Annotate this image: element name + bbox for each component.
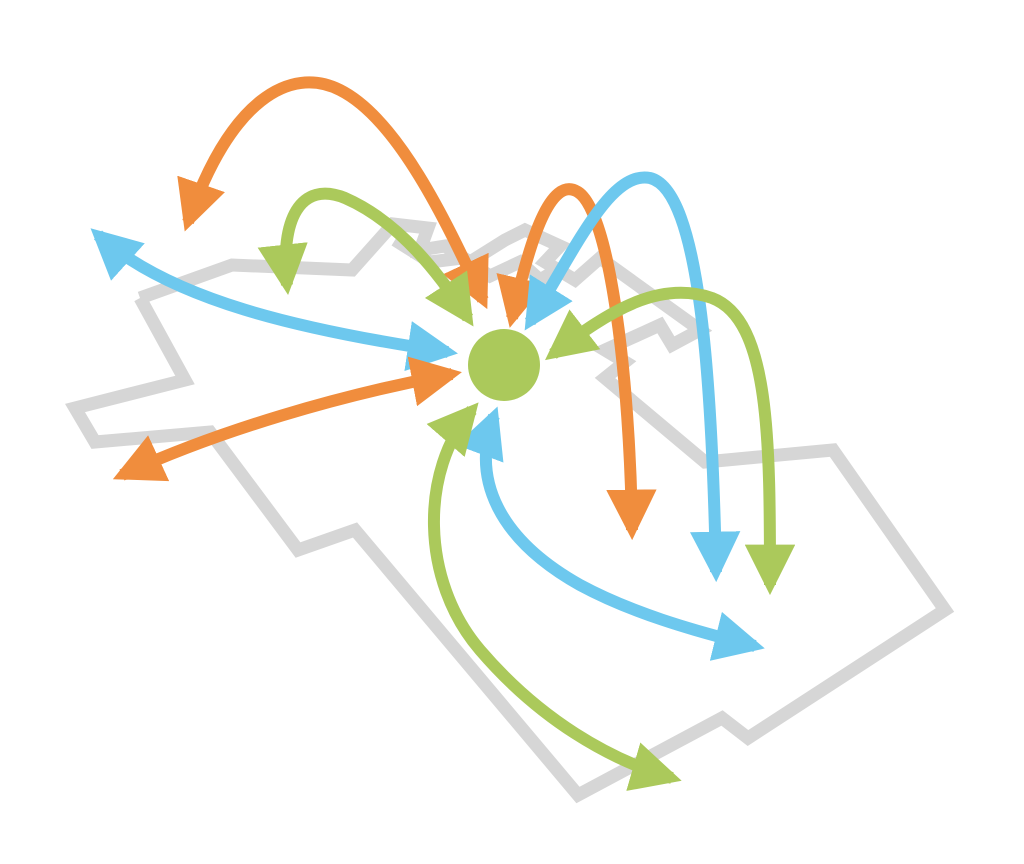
arrow-green-bottom: [426, 402, 682, 791]
arrow-blue-left: [90, 228, 458, 371]
arrow-green-right: [545, 286, 796, 596]
arrow-orange-left: [112, 356, 462, 482]
hub-node: [468, 329, 540, 401]
arrows: [90, 76, 796, 791]
